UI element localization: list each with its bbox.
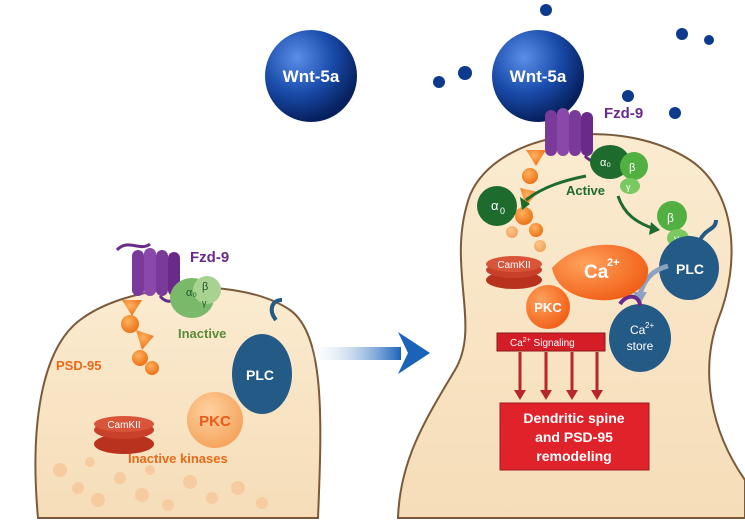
left-psd95-label: PSD-95 — [56, 358, 102, 373]
svg-text:α₀: α₀ — [186, 287, 197, 299]
left-pkc-icon: PKC — [187, 392, 243, 448]
right-camkii-icon: CamKII — [486, 256, 542, 289]
store-ca-sup: 2+ — [645, 321, 654, 330]
outcome-line2: and PSD-95 — [535, 429, 613, 445]
signaling-ca-sup: 2+ — [523, 337, 531, 344]
left-psd95-icon — [121, 300, 159, 375]
right-wnt5a-ligand-icon: Wnt-5a — [492, 30, 584, 122]
left-camkii-label: CamKII — [107, 420, 140, 431]
calcium-store-icon: Ca 2+ store — [609, 294, 671, 372]
right-wnt5a-label: Wnt-5a — [510, 67, 567, 86]
store-ca-label: Ca — [630, 323, 646, 337]
signaling-ca-label: Ca — [510, 338, 523, 349]
left-plc-icon: PLC — [232, 298, 292, 414]
left-plc-label: PLC — [246, 367, 274, 383]
calcium-burst-icon: Ca 2+ — [552, 244, 649, 301]
signaling-downstream-arrows — [514, 352, 603, 400]
calcium-sup: 2+ — [607, 257, 620, 269]
left-gprotein-state-label: Inactive — [178, 326, 226, 341]
right-alpha-label: α — [491, 198, 499, 213]
right-alpha-sub: 0 — [500, 206, 505, 216]
store-label: store — [627, 339, 654, 353]
right-beta-label: β — [667, 211, 674, 225]
svg-text:Ca2+ Signaling: Ca2+ Signaling — [510, 337, 575, 349]
svg-text:β: β — [202, 281, 208, 293]
left-pkc-label: PKC — [199, 413, 231, 430]
left-inactive-kinase-particles — [53, 457, 268, 511]
left-wnt5a-label: Wnt-5a — [283, 67, 340, 86]
right-pkc-label: PKC — [534, 300, 562, 315]
outcome-line1: Dendritic spine — [523, 410, 624, 426]
left-frizzled-receptor-icon — [115, 242, 184, 303]
plc-to-store-arrow — [637, 263, 669, 295]
right-pkc-icon: PKC — [526, 285, 570, 329]
left-g-protein-icon: α₀ β γ — [170, 276, 221, 318]
left-wnt5a-ligand-icon: Wnt-5a — [265, 30, 357, 122]
svg-text:α₀: α₀ — [600, 157, 611, 169]
right-plc-label: PLC — [676, 261, 704, 277]
signaling-suffix: Signaling — [531, 338, 575, 349]
left-inactive-kinases-label: Inactive kinases — [128, 451, 228, 466]
left-camkii-icon: CamKII — [94, 416, 154, 454]
right-camkii-label: CamKII — [497, 260, 530, 271]
right-g-protein-icon: α₀ β γ — [590, 145, 648, 194]
right-plc-icon: PLC — [659, 219, 719, 300]
outcome-line3: remodeling — [536, 448, 611, 464]
right-alpha-subunit-icon: α 0 — [477, 186, 517, 226]
calcium-label: Ca — [584, 262, 609, 283]
svg-text:β: β — [629, 162, 635, 174]
right-fzd9-label: Fzd-9 — [604, 105, 643, 122]
right-frizzled-receptor-icon — [545, 108, 606, 163]
outcome-box: Dendritic spine and PSD-95 remodeling — [499, 402, 650, 471]
left-fzd9-label: Fzd-9 — [190, 249, 229, 266]
gprotein-dissociation-arrows — [525, 174, 653, 230]
calcium-signaling-bar: Ca2+ Signaling — [496, 332, 606, 352]
free-wnt5a-particles — [433, 4, 714, 119]
svg-text:γ: γ — [202, 298, 207, 308]
svg-text:γ: γ — [626, 182, 631, 192]
transition-arrow-icon — [305, 332, 430, 374]
right-gprotein-state-label: Active — [566, 183, 605, 198]
